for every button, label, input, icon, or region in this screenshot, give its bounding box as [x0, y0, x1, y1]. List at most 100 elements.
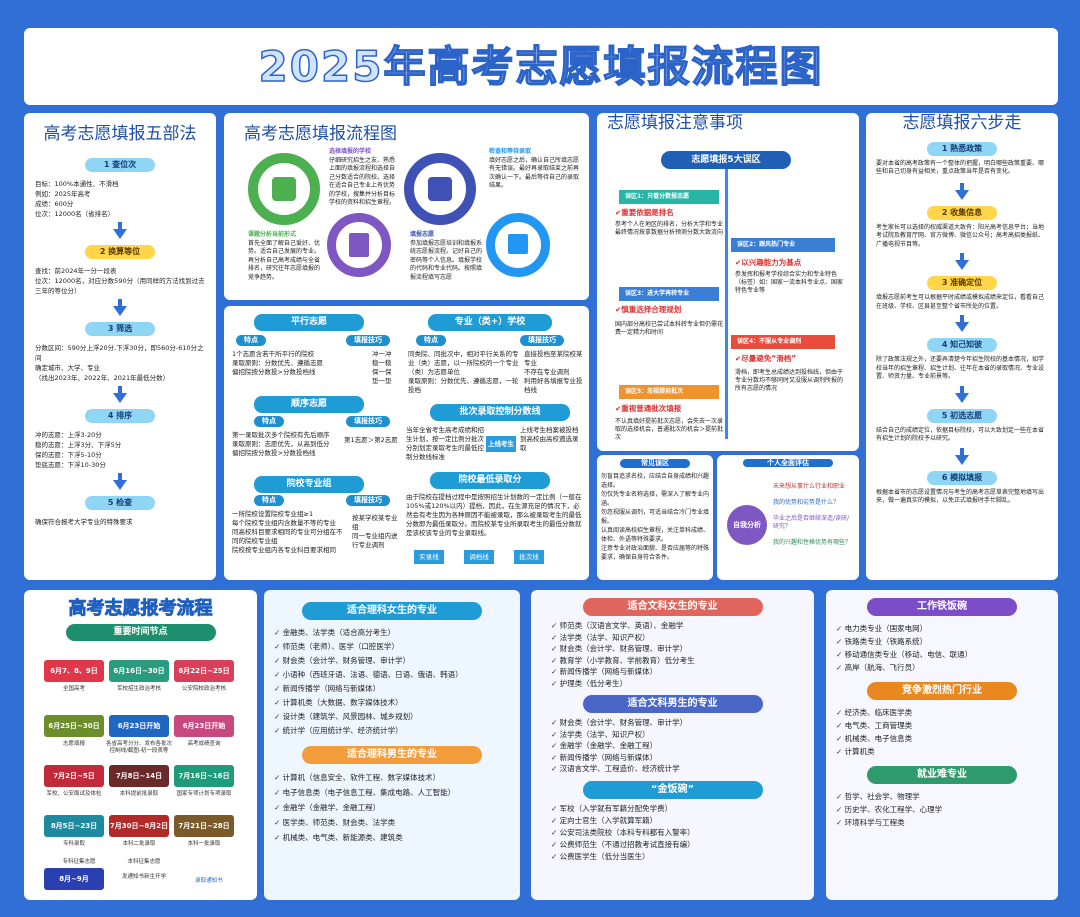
- timeline-caption: 专科录取: [62, 841, 85, 847]
- major-item: 护理类（低分考生）: [551, 678, 794, 690]
- parallel-features: 1个志愿含若干所平行的院校 录取原则：分数优先、遵循志愿 偏招院按分数投>分数投…: [232, 350, 342, 377]
- major-item: 设计类（建筑学、风景园林、城乡规划）: [274, 710, 510, 724]
- feature-text: 每个院校专业组内含数量不等的专业: [232, 519, 336, 527]
- step-text: 冲的志愿：上浮3-20分: [35, 431, 102, 439]
- sci-female-list: 金融类、法学类（适合高分考生）师范类（老师）、医学（口腔医学）财会类（会计学、财…: [264, 620, 520, 744]
- skill-text: 保一保: [372, 368, 392, 376]
- mistake-text: 参考个人在地区的排名，分析大学和专业最终情况按拿数据分析预测分数大致流向: [615, 221, 724, 236]
- major-item: 财会类（会计学、财务管理、审计学）: [274, 654, 510, 668]
- timeline-extra: 本科征集志愿: [127, 859, 161, 865]
- major-item: 电气类、工商管理类: [836, 719, 1048, 732]
- major-item: 财会类（会计学、财务管理、审计学）: [551, 643, 794, 655]
- feature-pill: 特点: [236, 335, 266, 346]
- feature-text: 偏招院按分数投>分数投档线: [232, 368, 316, 376]
- mistake-tip: ✔尽量避免“滑档”: [735, 354, 797, 363]
- down-arrow-icon: [113, 306, 127, 316]
- header: 2025年高考志愿填报流程图: [24, 28, 1058, 105]
- step-text: 查找：前2024年一分一段表: [35, 267, 117, 275]
- major-item: 公费师范生（不通过招教考试直接有编）: [551, 839, 794, 851]
- hot-title: 竞争激烈热门行业: [867, 682, 1017, 700]
- timeline-title: 高考志愿报考流程: [68, 598, 213, 620]
- advice-item: 勿忽视服从调剂，可适当结合冷门专业填报。: [601, 509, 710, 525]
- jobs-panel: 工作铁饭碗 电力类专业（国家电网）铁路类专业（铁路系统）移动通信类专业（移动、电…: [826, 590, 1058, 900]
- feature-text: 录取原则：志愿优先，从高到低分: [232, 440, 330, 448]
- question: 我的优势和劣势是什么？: [773, 499, 840, 506]
- step-text: 填报志愿前考生可以根据平时成绩或模拟成绩来定位，看看自己在班级、学校、区县甚至整…: [876, 294, 1045, 310]
- gold-title: “金饭碗”: [582, 780, 763, 799]
- feature-text: 一所院校设置院校专业组≥1: [232, 510, 314, 518]
- hard-title: 就业难专业: [867, 766, 1017, 784]
- timeline-node: 6月16日~30日: [109, 660, 169, 682]
- step-box: 分数区间：590分上浮20分,下浮30分，即560分-610分之间 确定城市、大…: [30, 340, 210, 386]
- arts-male-title: 适合文科男生的专业: [582, 695, 763, 713]
- mistakes-title: 志愿填报5大误区: [661, 151, 791, 169]
- major-item: 机械类、电气类、新能源类、建筑类: [274, 830, 510, 845]
- major-item: 师范类（汉语言文学、英语）、金融学: [551, 620, 794, 632]
- major-item: 哲学、社会学、物理学: [836, 790, 1048, 803]
- flow-text: 参加填报志愿培训和填报系统志愿报流程。记好自己的密码等个人信息。填报学校的代码和…: [410, 239, 483, 281]
- major-item: 汉语言文学、工程造价、经济统计学: [551, 763, 794, 775]
- skill-text: 稳一稳: [372, 359, 392, 367]
- step-text: 结合自己的成绩定位，依据目标院校，可以大致划定一些在本省有招生计划的院校予以研究…: [876, 426, 1045, 443]
- mistake-label: 误区4：不服从专业调剂: [731, 335, 835, 349]
- mistake-text: 不认真填好提前批次志愿，会失去一次录取的选择机会，普通批次的机会＞提前批次: [615, 418, 724, 441]
- flow-text: 仔细研究招生之友、熟悉上面的填报流程和选择自己分数适合的院校。选择在适合自己专业…: [329, 156, 396, 207]
- major-item: 新闻传播学（网络与新媒体）: [551, 666, 794, 678]
- mistake-label: 误区5：忽视提前批次: [619, 385, 719, 399]
- major-item: 金融学（金融学、金融工程）: [551, 740, 794, 752]
- timeline-caption: 国家专项计划专项录取: [176, 791, 232, 797]
- flow-text: 填好志愿之后，确认自己所填志愿有无错误。最好再录取结束之前再次确认一下。最后等待…: [489, 156, 580, 190]
- flow-step-a: 选择填报的学校 仔细研究招生之友、熟悉上面的填报流程和选择自己分数适合的院校。选…: [329, 148, 399, 208]
- user-gear-icon: [248, 153, 320, 225]
- down-arrow-icon: [955, 189, 969, 200]
- timeline-caption: 各省高考分分、发布各批次控制线/截图-初一段表等: [105, 741, 172, 754]
- major-item: 历史学、农化工程学、心理学: [836, 803, 1048, 816]
- step-box: 冲的志愿：上浮3-20分 稳的志愿：上浮3分、下浮5分 保的志愿：下浮5-10分…: [30, 427, 210, 473]
- timeline-line: [725, 169, 728, 439]
- down-arrow-icon: [113, 393, 127, 403]
- control-line-result: 上线考生档案被投档到高校由高校遴选录取: [520, 426, 579, 452]
- feature-pill: 特点: [416, 335, 446, 346]
- major-item: 机械类、电子信息类: [836, 732, 1048, 745]
- volunteer-types-panel: 平行志愿 特点 填报技巧 1个志愿含若干所平行的院校 录取原则：分数优先、遵循志…: [224, 306, 589, 580]
- sci-male-list: 计算机（信息安全、软件工程、数字媒体技术）电子信息类（电子信息工程、集成电路、人…: [264, 764, 520, 851]
- common-mistakes-panel: 常见误区 勿盲目追求名校，应结合自身成绩和兴趣选择。 勿仅凭专业名称选择，需深入…: [597, 455, 713, 580]
- timeline-caption: 本科一批录取: [187, 841, 221, 847]
- step-text: 根据本省市的志愿设置情况与考生的高考志愿草表完整地填写出来，做一遍真实的模拟，以…: [876, 488, 1045, 505]
- step-pill: 4 排序: [85, 409, 155, 423]
- major-item: 计算机类: [836, 745, 1048, 758]
- major-item: 计算机类（大数据、数字媒体技术）: [274, 696, 510, 710]
- skill-text: 垫一垫: [372, 377, 392, 385]
- iron-list: 电力类专业（国家电网）铁路类专业（铁路系统）移动通信类专业（移动、电信、联通）高…: [826, 616, 1058, 680]
- skill-text: 冲一冲: [372, 350, 392, 358]
- major-item: 电力类专业（国家电网）: [836, 622, 1048, 635]
- major-item: 移动通信类专业（移动、电信、联通）: [836, 648, 1048, 661]
- timeline-caption: 高考成绩查询: [187, 741, 221, 747]
- step-pill: 5 检查: [85, 496, 155, 510]
- advice-item: 认真阅读高校招生章程，关注单科成绩、体检、外语等特殊要求。: [601, 527, 710, 543]
- timeline-node: 7月2日~5日: [44, 765, 104, 787]
- arts-female-title: 适合文科女生的专业: [582, 598, 763, 616]
- step-box: 查找：前2024年一分一段表 位次：12000名，对应分数590分（用同样的方法…: [30, 263, 210, 299]
- feature-text: 偏招院按分数投>分数投档线: [232, 449, 316, 457]
- timeline-node: 7月8日~14日: [109, 765, 169, 787]
- mistake-text: 参发挥和报考学校综合实力和专业特色（标签）如：国家一流本科专业点、国家特色专业等: [735, 271, 844, 294]
- down-arrow-icon: [955, 322, 969, 332]
- timeline-caption: 志愿填报: [62, 741, 85, 747]
- step-text: 除了政策法规之外，还要弄清楚今年招生院校的基本情况，如学校当年的招生章程、招生计…: [876, 356, 1045, 380]
- timeline-caption: 本科提前批录取: [119, 791, 159, 797]
- panel-title: 志愿填报六步走: [902, 113, 1022, 133]
- timeline-caption: 军校、公安面试及体检: [46, 791, 102, 797]
- print-icon: [508, 234, 528, 254]
- major-item: 新闻传播学（网络与新媒体）: [274, 682, 510, 696]
- down-arrow-icon: [955, 260, 969, 270]
- skill-text: 同一专业组内进行专业调剂: [352, 532, 398, 549]
- step-text: 稳的志愿：上浮3分、下浮5分: [35, 441, 122, 449]
- parallel-skills: 冲一冲 稳一稳 保一保 垫一垫: [372, 350, 402, 386]
- qualified-arrow: 上线考生: [486, 436, 516, 452]
- major-item: 小语种（西班牙语、法语、德语、日语、俄语、韩语）: [274, 668, 510, 682]
- major-item: 法学类（法学、知识产权）: [551, 729, 794, 741]
- control-line-text: 当年全省考生高考成绩和招生计划，按一定比例分批次分别划定录取考生的最低控制分数线…: [406, 426, 484, 461]
- flow-label: 课题分析当前形式: [248, 231, 297, 238]
- mistake-text: 滑档，即考生总成绩达到投档线，但由于专业分数均不够同时又没服从调剂所报的所有志愿…: [735, 369, 844, 392]
